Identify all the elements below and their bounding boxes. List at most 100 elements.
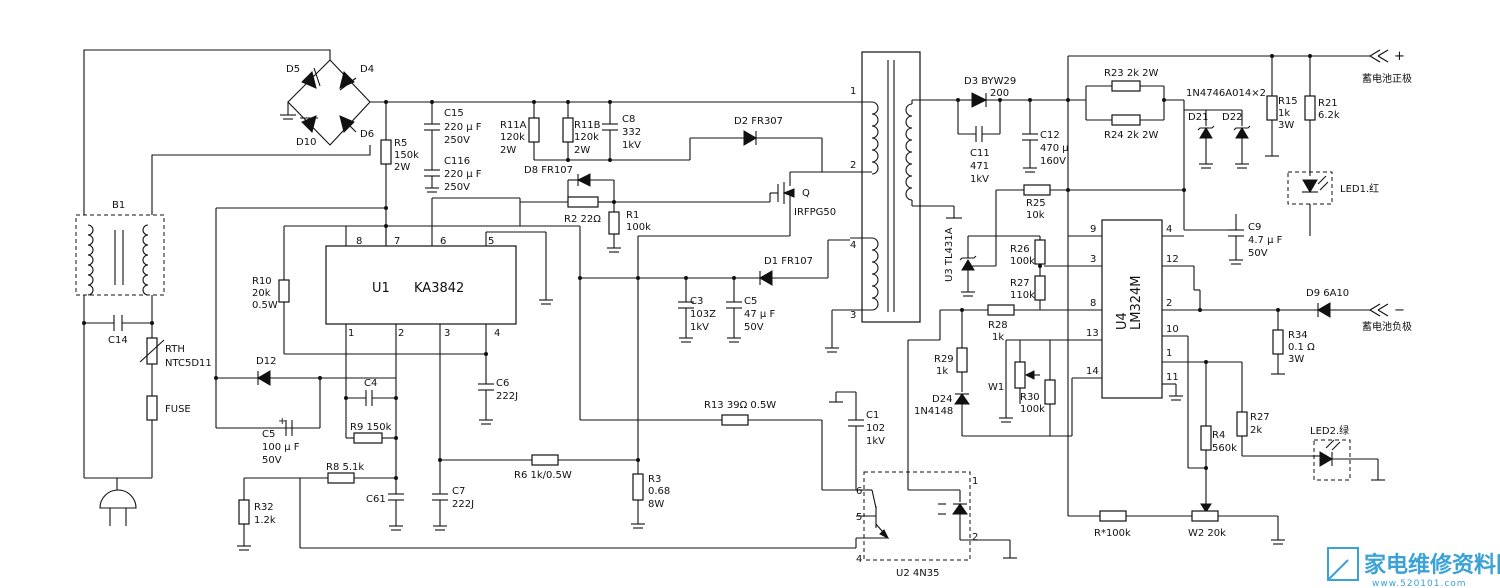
d9-label: D9 6A10 [1306,288,1349,299]
c11-voltage: 1kV [970,174,989,185]
c4-label: C4 [364,378,377,389]
d2-label: D2 FR307 [734,116,783,127]
r11a-resistor [528,117,540,143]
neg-symbol: − [1394,303,1405,318]
u1-pin4: 4 [494,328,500,339]
r27a-resistor [1034,275,1046,301]
c9-label: C9 [1248,222,1261,233]
transformer-core [861,51,921,323]
r1-resistor [608,211,620,235]
u1-ka3842: U1 KA3842 8 7 6 5 1 2 3 4 R10 20k 0.5W [214,197,722,551]
d3-voltage: 200 [990,88,1009,99]
d24-label: D24 [932,394,952,405]
r5-value: 150k [394,150,419,161]
t-pin2: 2 [850,160,856,171]
u1-pin3: 3 [444,328,450,339]
c7-label: C7 [452,486,465,497]
u1-pin2: 2 [398,328,404,339]
r11a-value: 120k [500,132,525,143]
mains-plug-icon [99,489,137,509]
c5-label: C5 [262,429,275,440]
c116-value: 220 μ F [444,169,482,180]
r21-resistor [1304,95,1316,121]
u2-package [863,471,971,561]
u4-pin12: 12 [1166,254,1179,265]
u4-pin2: 2 [1166,298,1172,309]
r9-resistor [353,432,383,444]
r10-power: 0.5W [252,300,278,311]
c8-label: C8 [622,114,635,125]
w2-label: W2 20k [1188,528,1226,539]
r21-label: R21 [1318,98,1338,109]
watermark-text: 家电维修资料网 [1364,552,1500,578]
u1-pin5: 5 [488,236,494,247]
r30-resistor [1044,379,1056,405]
fuse [146,395,158,421]
c5b-voltage: 50V [744,322,764,333]
d22-label: D22 [1222,112,1242,123]
r32-label: R32 [254,502,274,513]
rstar-label: R*100k [1094,528,1131,539]
c5b-label: C5 [744,296,757,307]
c9-value: 4.7 μ F [1248,235,1283,246]
r6-label: R6 1k/0.5W [514,470,572,481]
c1-value: 102 [866,423,885,434]
d1-label: D1 FR107 [764,256,813,267]
r28-value: 1k [992,332,1004,343]
r2-resistor [567,196,599,208]
watermark-url: www.520101.com [1372,579,1467,588]
c6-label: C6 [496,378,509,389]
c8-voltage: 1kV [622,140,641,151]
c1-label: C1 [866,410,879,421]
q-part: IRFPG50 [794,207,836,218]
d3-label: D3 BYW29 [964,76,1016,87]
c5-value: 100 μ F [262,442,300,453]
indicator-charge: R27 2k R4 560k LED2.绿 R*100k W2 20k [1068,360,1385,545]
fuse-label: FUSE [165,404,191,415]
u4-pin1: 1 [1166,348,1172,359]
led2-label: LED2.绿 [1310,424,1349,437]
r29-value: 1k [936,366,948,377]
r32-resistor [238,499,250,525]
c5-polarity: + [278,416,286,427]
r6-resistor [531,454,559,466]
indicator-positive: R15 1k 3W R21 6.2k LED1.红 + 蓄电池正极 [1265,49,1412,236]
r30-label: R30 [1020,392,1040,403]
r1-label: R1 [626,210,639,221]
d10-label: D10 [296,137,316,148]
c12-value: 470 μ [1040,143,1069,154]
r23-r24-group: R23 2k 2W R24 2k 2W [1068,68,1186,230]
d24-part: 1N4148 [914,406,953,417]
u2-pin4: 4 [856,554,862,565]
u4-pin13: 13 [1086,328,1099,339]
r15-value: 1k [1278,108,1290,119]
u2-pin2: 2 [972,532,978,543]
r26-label: R26 [1010,244,1030,255]
t-pin3: 3 [850,310,856,321]
r32-value: 1.2k [254,515,276,526]
mosfet-stage: Q IRFPG50 D8 FR107 R2 22Ω R1 100k [519,165,850,474]
c14-label: C14 [108,335,128,346]
r2-label: R2 22Ω [564,214,601,225]
c3-label: C3 [690,296,703,307]
r8-resistor [327,472,355,484]
u1-pin7: 7 [394,236,400,247]
c12-label: C12 [1040,130,1060,141]
u4-pin9: 9 [1090,224,1096,235]
u1-part: KA3842 [414,281,464,296]
r4-value: 560k [1212,443,1237,454]
r34-power: 3W [1288,354,1304,365]
r11a-label: R11A [500,120,527,131]
r34-value: 0.1 Ω [1288,342,1315,353]
zener-label: 1N4746A014×2 [1186,88,1266,99]
neg-terminal-label: 蓄电池负极 [1362,320,1412,333]
r28-label: R28 [988,320,1008,331]
u2-label: U2 4N35 [896,568,939,579]
r30-value: 100k [1020,404,1045,415]
d5-label: D5 [286,64,300,75]
r13-label: R13 39Ω 0.5W [704,400,776,411]
r26-resistor [1034,239,1046,265]
r27b-label: R27 [1250,412,1270,423]
r27a-label: R27 [1010,278,1030,289]
r25-resistor [1023,184,1051,196]
